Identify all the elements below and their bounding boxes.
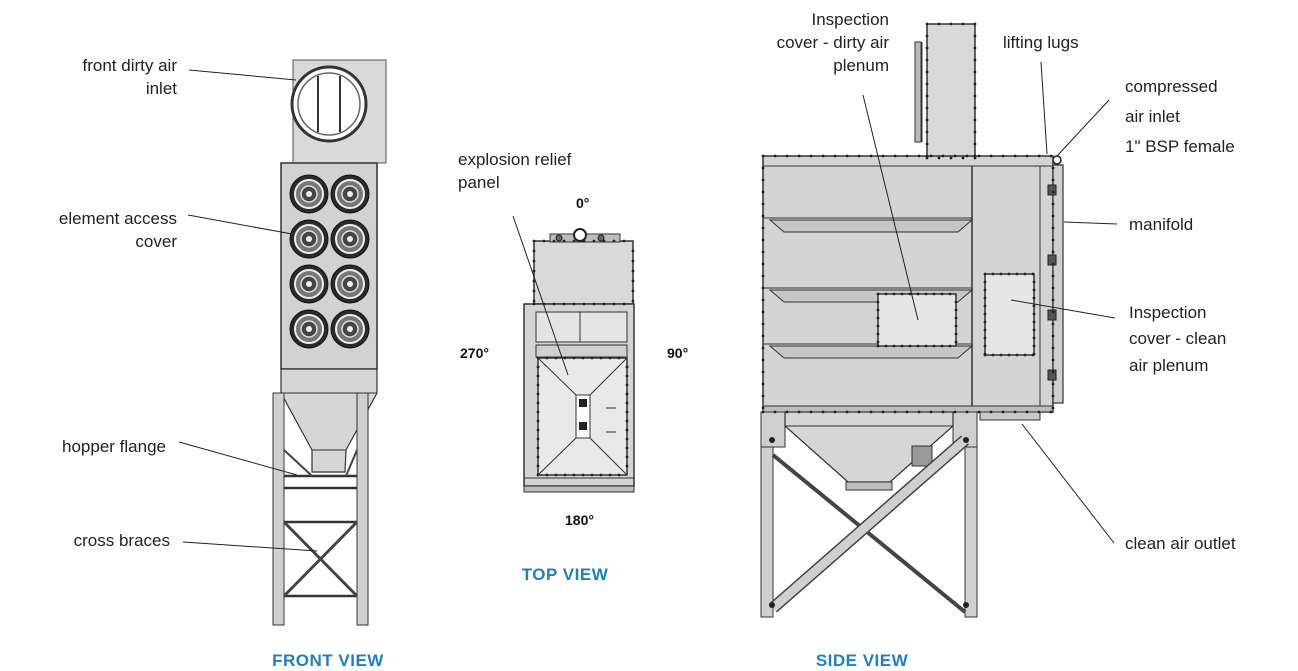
caption-top-view: TOP VIEW <box>522 565 609 584</box>
front-leg-left <box>272 392 285 626</box>
top-upper-section <box>533 240 634 305</box>
label-cross-braces: cross braces <box>74 531 170 550</box>
label-clean-inspection-2: cover - clean <box>1129 329 1226 348</box>
element-access-cover <box>289 219 329 259</box>
manifold-valves <box>1047 184 1057 381</box>
angle-0: 0° <box>576 195 589 211</box>
side-view-drawing <box>760 23 1064 618</box>
front-leg-right <box>356 392 369 626</box>
relief-leader <box>512 215 569 376</box>
element-access-cover <box>289 309 329 349</box>
label-front-dirty-air-inlet-1: front dirty air <box>83 56 178 75</box>
top-view-bolts <box>532 239 635 477</box>
caption-side-view: SIDE VIEW <box>816 651 909 670</box>
label-compressed-2: air inlet <box>1125 107 1180 126</box>
side-view-bolts <box>761 22 1055 414</box>
front-inlet-circle <box>290 65 368 143</box>
caption-front-view: FRONT VIEW <box>272 651 384 670</box>
label-dirty-inspection-2: cover - dirty air <box>777 33 890 52</box>
label-compressed-3: 1" BSP female <box>1125 137 1235 156</box>
side-inlet-duct <box>926 23 976 159</box>
label-manifold: manifold <box>1129 215 1193 234</box>
label-clean-inspection-3: air plenum <box>1129 356 1208 375</box>
label-explosion-relief-2: panel <box>458 173 500 192</box>
label-compressed-1: compressed <box>1125 77 1218 96</box>
label-clean-air-outlet: clean air outlet <box>1125 534 1236 553</box>
side-leader-lines <box>862 61 1118 544</box>
label-clean-inspection-1: Inspection <box>1129 303 1207 322</box>
clean-air-outlet <box>979 411 1041 421</box>
element-access-covers <box>289 174 370 349</box>
clean-air-inspection-cover <box>984 273 1035 356</box>
top-compressed-air-fitting <box>573 228 587 242</box>
top-view-drawing <box>523 228 635 493</box>
angle-270: 270° <box>460 345 489 361</box>
front-view-drawing <box>272 59 387 626</box>
front-hopper <box>280 368 378 473</box>
element-access-cover <box>330 309 370 349</box>
element-access-cover <box>330 264 370 304</box>
dirty-air-inspection-cover <box>877 293 957 347</box>
front-leader-lines <box>178 69 318 552</box>
label-explosion-relief-1: explosion relief <box>458 150 572 169</box>
element-access-cover <box>289 174 329 214</box>
label-lifting-lugs: lifting lugs <box>1003 33 1079 52</box>
compressed-air-inlet-fitting <box>1052 155 1062 165</box>
element-access-cover <box>330 219 370 259</box>
label-front-dirty-air-inlet-2: inlet <box>146 79 177 98</box>
label-hopper-flange: hopper flange <box>62 437 166 456</box>
element-access-cover <box>330 174 370 214</box>
side-cross-brace <box>771 453 967 614</box>
label-element-access-1: element access <box>59 209 177 228</box>
manifold <box>1052 164 1064 404</box>
label-dirty-inspection-3: plenum <box>833 56 889 75</box>
label-element-access-2: cover <box>135 232 177 251</box>
angle-180: 180° <box>565 512 594 528</box>
element-access-cover <box>289 264 329 304</box>
label-dirty-inspection-1: Inspection <box>812 10 890 29</box>
angle-90: 90° <box>667 345 688 361</box>
